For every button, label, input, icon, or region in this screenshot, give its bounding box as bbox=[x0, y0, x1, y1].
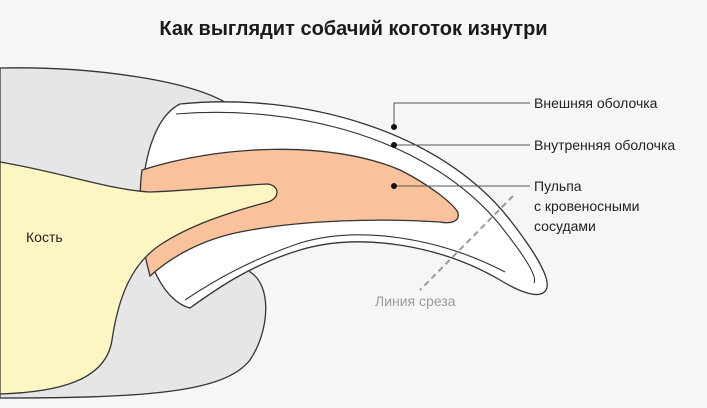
claw-inner-shell-line bbox=[175, 111, 536, 301]
pulp bbox=[139, 148, 459, 278]
outer-shell-label: Внешняя оболочка bbox=[534, 95, 658, 111]
bone-label: Кость bbox=[26, 229, 63, 245]
cut-line-label: Линия среза bbox=[375, 293, 456, 309]
outer-shell-dot bbox=[391, 124, 397, 130]
inner-shell-dot bbox=[391, 142, 397, 148]
pulp-dot bbox=[391, 183, 397, 189]
pulp-label: Пульпа с кровеносными сосудами bbox=[534, 176, 639, 236]
pulp-label-line2: с кровеносными bbox=[534, 198, 640, 214]
pulp-label-line3: сосудами bbox=[534, 218, 596, 234]
inner-shell-label: Внутренняя оболочка bbox=[534, 137, 676, 153]
cut-line bbox=[419, 195, 514, 291]
bone bbox=[0, 161, 278, 395]
pulp-label-line1: Пульпа bbox=[534, 178, 582, 194]
diagram-title: Как выглядит собачий коготок изнутри bbox=[159, 18, 548, 40]
leader-lines bbox=[393, 102, 530, 187]
